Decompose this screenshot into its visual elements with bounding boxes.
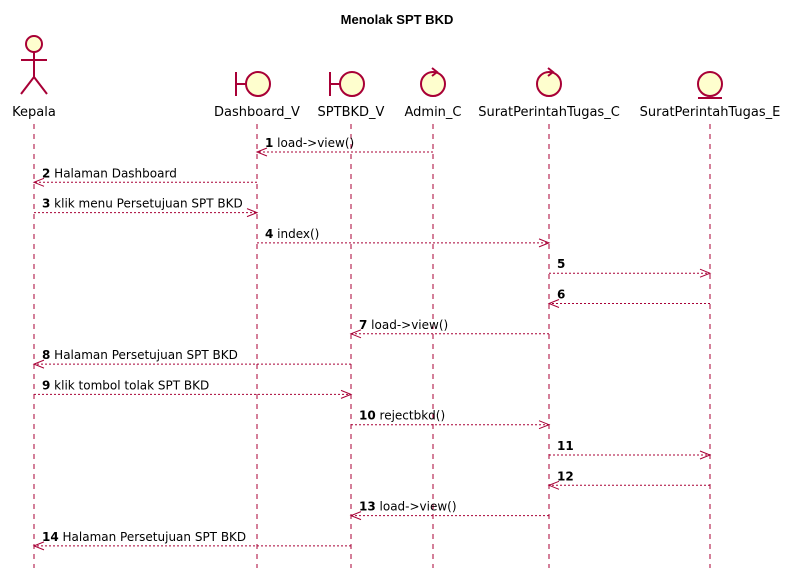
participant-kepala: Kepala bbox=[12, 35, 56, 120]
participant-sptbkd: SPTBKD_V bbox=[318, 71, 385, 120]
diagram-title: Menolak SPT BKD bbox=[341, 12, 454, 27]
actor-icon bbox=[20, 35, 48, 95]
participant-admin: Admin_C bbox=[404, 67, 462, 120]
arrowhead-icon bbox=[538, 420, 551, 430]
message-number: 4 bbox=[265, 227, 273, 241]
message-8: 8 Halaman Persetujuan SPT BKD bbox=[32, 348, 351, 369]
message-10: 10 rejectbkd() bbox=[351, 409, 551, 430]
boundary-icon bbox=[235, 71, 271, 97]
arrowhead-icon bbox=[32, 177, 45, 187]
message-label: 1 load->view() bbox=[265, 136, 354, 150]
arrowhead-icon bbox=[246, 208, 259, 218]
messages: 1 load->view() 2 Halaman Dashboard 3 klik … bbox=[32, 136, 712, 551]
message-4: 4 index() bbox=[257, 227, 551, 248]
message-1: 1 load->view() bbox=[255, 136, 433, 157]
message-number: 6 bbox=[557, 288, 565, 302]
message-6: 6 bbox=[547, 288, 710, 308]
message-text: Halaman Persetujuan SPT BKD bbox=[50, 348, 237, 362]
message-text: index() bbox=[273, 227, 319, 241]
message-label: 12 bbox=[557, 469, 574, 483]
message-number: 11 bbox=[557, 439, 574, 453]
message-number: 14 bbox=[42, 530, 59, 544]
arrowhead-icon bbox=[349, 511, 362, 521]
participant-label-sptbkd: SPTBKD_V bbox=[318, 105, 385, 120]
message-text: rejectbkd() bbox=[376, 409, 445, 423]
message-text: klik tombol tolak SPT BKD bbox=[50, 378, 209, 392]
message-2: 2 Halaman Dashboard bbox=[32, 166, 257, 187]
message-number: 13 bbox=[359, 500, 376, 514]
message-13: 13 load->view() bbox=[349, 500, 549, 521]
participant-spt_e: SuratPerintahTugas_E bbox=[640, 71, 781, 120]
message-label: 2 Halaman Dashboard bbox=[42, 166, 177, 180]
message-number: 12 bbox=[557, 469, 574, 483]
participant-dashboard: Dashboard_V bbox=[214, 71, 300, 120]
message-3: 3 klik menu Persetujuan SPT BKD bbox=[34, 197, 259, 218]
arrowhead-icon bbox=[547, 299, 560, 308]
arrowhead-icon bbox=[699, 450, 712, 460]
arrowhead-icon bbox=[547, 480, 560, 490]
lifelines bbox=[33, 124, 711, 568]
message-label: 8 Halaman Persetujuan SPT BKD bbox=[42, 348, 238, 362]
message-12: 12 bbox=[547, 469, 710, 490]
message-14: 14 Halaman Persetujuan SPT BKD bbox=[32, 530, 351, 551]
arrowhead-icon bbox=[340, 389, 353, 399]
message-9: 9 klik tombol tolak SPT BKD bbox=[34, 378, 353, 399]
message-number: 10 bbox=[359, 409, 376, 423]
message-text: Halaman Persetujuan SPT BKD bbox=[59, 530, 246, 544]
message-7: 7 load->view() bbox=[349, 318, 549, 339]
boundary-icon bbox=[329, 71, 365, 97]
participant-spt_c: SuratPerintahTugas_C bbox=[478, 67, 620, 120]
control-icon bbox=[536, 67, 562, 97]
message-number: 7 bbox=[359, 318, 367, 332]
message-number: 3 bbox=[42, 197, 50, 211]
participant-label-dashboard: Dashboard_V bbox=[214, 105, 300, 120]
message-5: 5 bbox=[549, 257, 712, 278]
participant-label-spt_e: SuratPerintahTugas_E bbox=[640, 105, 781, 120]
message-label: 7 load->view() bbox=[359, 318, 448, 332]
participant-label-admin: Admin_C bbox=[404, 105, 461, 120]
arrowhead-icon bbox=[538, 238, 551, 248]
arrowhead-icon bbox=[32, 541, 45, 551]
message-label: 6 bbox=[557, 288, 565, 302]
arrowhead-icon bbox=[255, 147, 268, 157]
message-label: 9 klik tombol tolak SPT BKD bbox=[42, 378, 209, 392]
participant-label-kepala: Kepala bbox=[12, 105, 56, 120]
message-label: 13 load->view() bbox=[359, 500, 457, 514]
message-label: 10 rejectbkd() bbox=[359, 409, 445, 423]
control-icon bbox=[420, 67, 446, 97]
message-text: klik menu Persetujuan SPT BKD bbox=[50, 197, 242, 211]
entity-icon bbox=[697, 71, 723, 99]
message-number: 1 bbox=[265, 136, 273, 150]
message-label: 4 index() bbox=[265, 227, 319, 241]
arrowhead-icon bbox=[349, 329, 362, 339]
arrowhead-icon bbox=[699, 268, 712, 278]
message-label: 14 Halaman Persetujuan SPT BKD bbox=[42, 530, 246, 544]
message-text: Halaman Dashboard bbox=[50, 166, 176, 180]
message-text: load->view() bbox=[376, 500, 457, 514]
message-text: load->view() bbox=[367, 318, 448, 332]
participants: Kepala Dashboard_V SPTBKD_V Admin_C SuratPer… bbox=[12, 35, 781, 120]
participant-label-spt_c: SuratPerintahTugas_C bbox=[478, 105, 620, 120]
message-11: 11 bbox=[549, 439, 712, 460]
message-number: 2 bbox=[42, 166, 50, 180]
message-number: 9 bbox=[42, 378, 50, 392]
message-label: 3 klik menu Persetujuan SPT BKD bbox=[42, 197, 243, 211]
message-text: load->view() bbox=[273, 136, 354, 150]
message-number: 5 bbox=[557, 257, 565, 271]
message-number: 8 bbox=[42, 348, 50, 362]
arrowhead-icon bbox=[32, 359, 45, 369]
message-label: 11 bbox=[557, 439, 574, 453]
message-label: 5 bbox=[557, 257, 565, 271]
